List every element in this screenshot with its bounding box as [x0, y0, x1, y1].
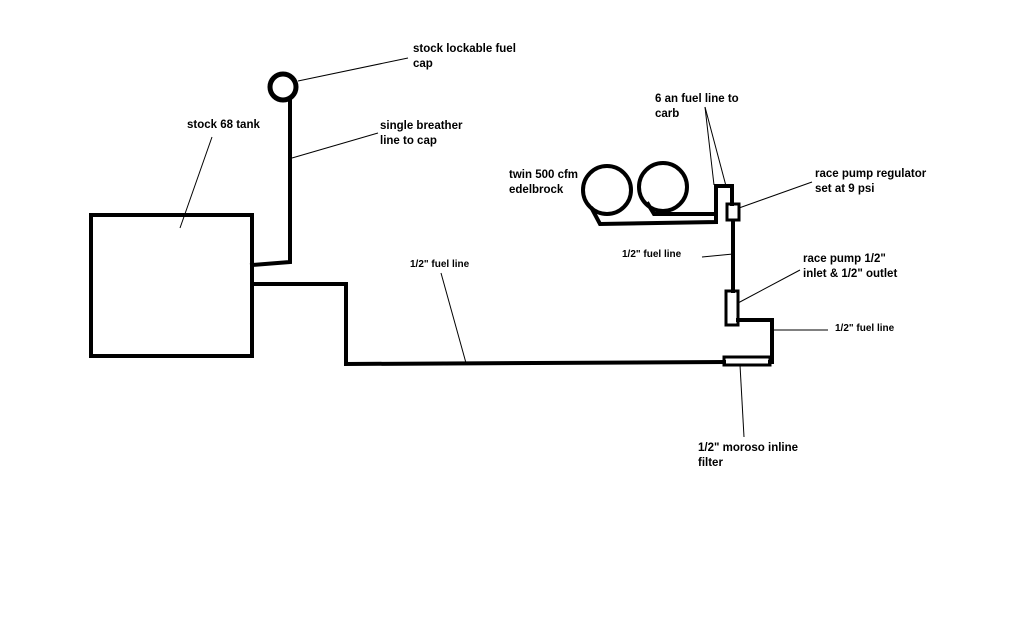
- label-tank: stock 68 tank: [187, 119, 260, 131]
- fuel-cap: [267, 71, 299, 103]
- breather-line: [249, 98, 292, 268]
- carb-feed-line: [589, 184, 734, 227]
- label-upper-line: 1/2" fuel line: [622, 249, 682, 260]
- pump-regulator: [725, 202, 741, 222]
- leader-filter: [739, 364, 745, 438]
- leader-breather: [291, 132, 379, 159]
- carb-right: [637, 161, 689, 213]
- leader-main-line: [440, 272, 467, 364]
- leader-carb-line-a: [704, 106, 715, 186]
- leader-carb-line-b: [704, 106, 727, 187]
- carb-feed-branch: [645, 201, 718, 216]
- label-right-line: 1/2" fuel line: [835, 323, 895, 334]
- leader-tank: [179, 136, 213, 229]
- leader-fuel-cap: [297, 57, 409, 82]
- label-pump: race pump 1/2"inlet & 1/2" outlet: [803, 253, 898, 280]
- leader-pump: [737, 269, 801, 304]
- leader-upper-line: [701, 253, 734, 258]
- fuel-tank: [89, 213, 254, 358]
- filter-to-pump-line: [736, 318, 774, 364]
- leader-regulator: [738, 181, 813, 209]
- carb-left: [581, 164, 633, 216]
- main-fuel-line: [250, 282, 727, 367]
- label-main-line: 1/2" fuel line: [410, 259, 470, 270]
- inline-filter: [722, 355, 772, 367]
